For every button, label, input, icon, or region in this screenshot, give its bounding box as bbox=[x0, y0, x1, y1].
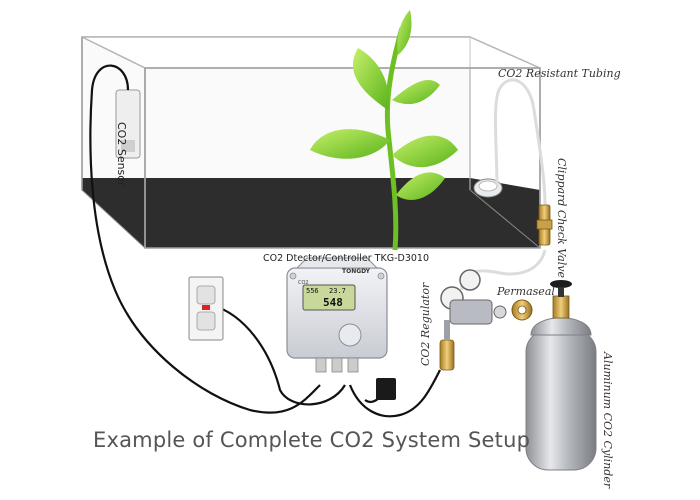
outlet-test-button bbox=[202, 305, 210, 310]
permaseal bbox=[511, 299, 533, 321]
controller-title-label: CO2 Dtector/Controller TKG-D3010 bbox=[263, 253, 429, 264]
controller bbox=[286, 257, 388, 373]
controller-model-badge: CO2 bbox=[298, 280, 309, 286]
controller-display bbox=[302, 284, 356, 311]
controller-top-panel bbox=[295, 257, 379, 269]
outlet-socket bbox=[196, 311, 216, 331]
diagram-caption: Example of Complete CO2 System Setup bbox=[93, 428, 531, 452]
plant-stem bbox=[384, 27, 405, 251]
controller-display-reading-large: 548 bbox=[323, 296, 343, 309]
cylinder-handwheel bbox=[550, 280, 572, 288]
controller-brand: TONGDY bbox=[342, 268, 371, 275]
power-cable bbox=[211, 303, 346, 406]
sensor-cable bbox=[89, 64, 321, 414]
cable-gland bbox=[331, 357, 343, 373]
co2-cylinder bbox=[525, 280, 597, 471]
cylinder-body bbox=[525, 329, 597, 471]
controller-screw bbox=[377, 272, 385, 280]
plant-leaf bbox=[392, 135, 458, 168]
valve-cable bbox=[348, 369, 441, 418]
wall-outlet bbox=[188, 276, 224, 341]
permaseal-label: Permaseal bbox=[497, 285, 555, 298]
cable-gland bbox=[315, 357, 327, 373]
tank bbox=[81, 36, 541, 249]
controller-display-reading-small: 23.7 bbox=[329, 287, 346, 295]
regulator-body bbox=[449, 299, 493, 325]
regulator-knob bbox=[493, 305, 507, 319]
co2-sensor-label: CO2 Sensor bbox=[115, 122, 128, 187]
cylinder-valve bbox=[552, 295, 570, 319]
regulator-solenoid bbox=[439, 339, 455, 371]
cylinder-valve-stem bbox=[558, 287, 564, 297]
tank-edge bbox=[469, 189, 541, 249]
plant-leaf bbox=[392, 80, 440, 105]
diffuser-plate bbox=[478, 180, 498, 192]
permaseal-hole bbox=[517, 305, 527, 315]
check-valve bbox=[536, 204, 553, 246]
co2-sensor bbox=[115, 89, 141, 159]
controller-screw bbox=[289, 272, 297, 280]
cylinder-shoulder bbox=[530, 317, 592, 336]
check-valve-nut bbox=[536, 219, 553, 230]
tank-top-face bbox=[81, 36, 541, 69]
tank-floor bbox=[82, 178, 540, 248]
regulator-gauge bbox=[459, 269, 481, 291]
controller-display-reading-small: 556 bbox=[306, 287, 319, 295]
controller-knob bbox=[338, 323, 362, 347]
solenoid-block bbox=[376, 378, 396, 400]
clippard-check-valve-label: Clippard Check Valve bbox=[555, 158, 568, 278]
plant-leaf bbox=[397, 10, 412, 55]
outlet-socket bbox=[196, 285, 216, 305]
co2-sensor-vent bbox=[121, 140, 135, 152]
co2-resistant-tubing-label: CO2 Resistant Tubing bbox=[498, 67, 621, 80]
cable-gland bbox=[347, 357, 359, 373]
plant-leaf bbox=[310, 129, 390, 159]
plant-leaf bbox=[352, 48, 389, 110]
plant-leaf bbox=[396, 172, 445, 200]
diffuser bbox=[473, 178, 503, 198]
tubing-upper bbox=[493, 78, 547, 206]
plant bbox=[310, 10, 458, 251]
co2-regulator bbox=[439, 269, 507, 371]
aluminum-cylinder-label: Aluminum CO2 Cylinder bbox=[601, 352, 614, 489]
regulator-stem bbox=[444, 320, 450, 340]
co2-regulator-label: CO2 Regulator bbox=[419, 282, 432, 366]
